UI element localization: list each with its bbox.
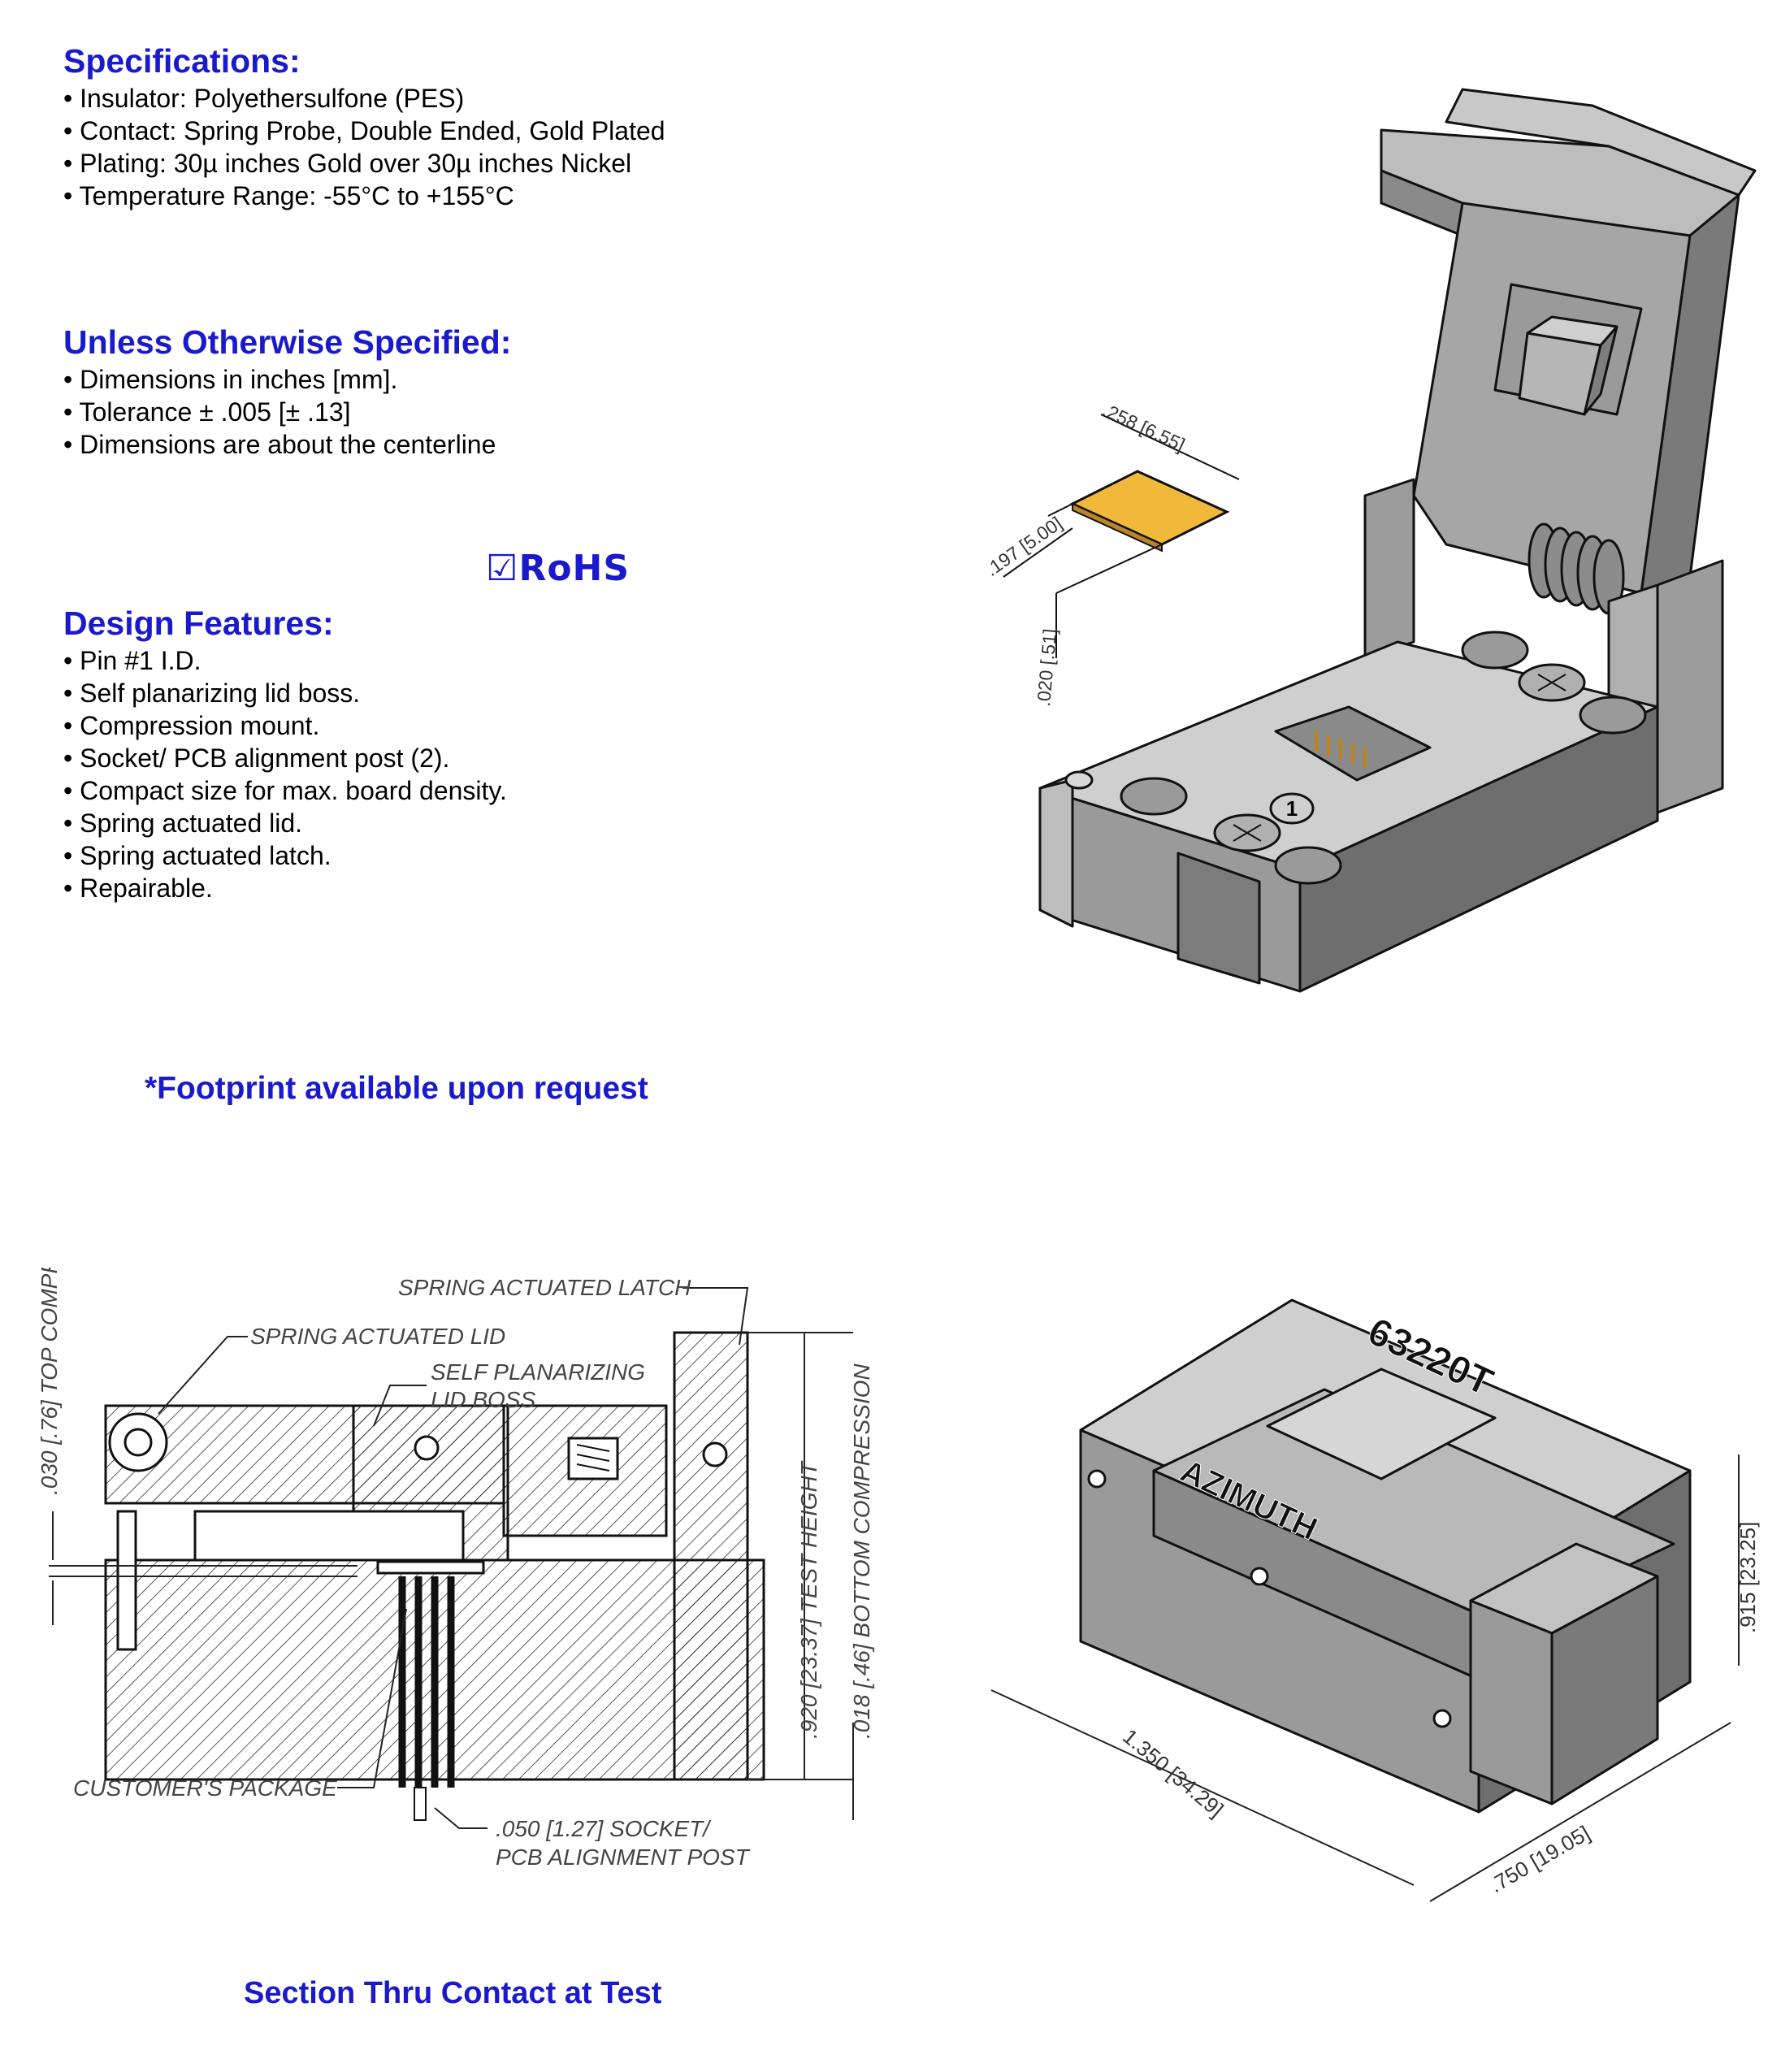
list-item: Spring actuated lid.	[63, 807, 507, 839]
footprint-note: *Footprint available upon request	[145, 1071, 648, 1106]
closed-socket-isometric: 63220T AZIMUTH 1.350 [34.29] .750 [19.05…	[990, 1298, 1760, 1902]
label-top-compression: .030 [.76] TOP COMPRESSION	[37, 1268, 62, 1495]
list-item: Self planarizing lid boss.	[63, 677, 507, 709]
label-test-height: .920 [23.37] TEST HEIGHT	[796, 1460, 821, 1739]
label-bottom-compression: .018 [.46] BOTTOM COMPRESSION	[849, 1363, 874, 1739]
dim-thickness-label: .020 [.51]	[1033, 628, 1060, 708]
label-spring-lid: SPRING ACTUATED LID	[250, 1324, 505, 1349]
design-list: Pin #1 I.D. Self planarizing lid boss. C…	[63, 644, 507, 904]
label-lid-boss-1: SELF PLANARIZING	[431, 1359, 645, 1385]
dim-width-label: .258 [6.55]	[1099, 399, 1189, 456]
list-item: Plating: 30µ inches Gold over 30µ inches…	[63, 147, 665, 180]
list-item: Compression mount.	[63, 709, 507, 742]
list-item: Insulator: Polyethersulfone (PES)	[63, 82, 665, 115]
label-lid-boss-2: LID BOSS	[431, 1387, 535, 1412]
pin1-label: 1	[1286, 796, 1298, 821]
list-item: Temperature Range: -55°C to +155°C	[63, 180, 665, 212]
list-item: Tolerance ± .005 [± .13]	[63, 396, 511, 428]
list-item: Repairable.	[63, 872, 507, 904]
design-heading: Design Features:	[63, 605, 334, 642]
label-post-2: PCB ALIGNMENT POST	[496, 1844, 751, 1870]
specifications-list: Insulator: Polyethersulfone (PES) Contac…	[63, 82, 665, 212]
list-item: Contact: Spring Probe, Double Ended, Gol…	[63, 115, 665, 147]
specifications-heading: Specifications:	[63, 42, 301, 80]
section-view-drawing: SPRING ACTUATED LATCH SPRING ACTUATED LI…	[37, 1268, 874, 1870]
list-item: Dimensions in inches [mm].	[63, 363, 511, 396]
section-caption: Section Thru Contact at Test	[244, 1976, 662, 2010]
unless-list: Dimensions in inches [mm]. Tolerance ± .…	[63, 363, 511, 461]
list-item: Dimensions are about the centerline	[63, 428, 511, 461]
list-item: Socket/ PCB alignment post (2).	[63, 742, 507, 774]
list-item: Compact size for max. board density.	[63, 774, 507, 807]
label-post-1: .050 [1.27] SOCKET/	[496, 1816, 712, 1841]
label-customer-package: CUSTOMER'S PACKAGE	[73, 1775, 337, 1801]
specifications-section: Specifications: Insulator: Polyethersulf…	[63, 42, 665, 212]
list-item: Spring actuated latch.	[63, 839, 507, 872]
unless-section: Unless Otherwise Specified: Dimensions i…	[63, 323, 511, 461]
open-socket-isometric: 1 .258 [6.55] .197 [5.00] .020 [.51]	[982, 88, 1757, 993]
rohs-badge: ☑RoHS	[486, 548, 630, 589]
unless-heading: Unless Otherwise Specified:	[63, 323, 512, 361]
customer-package-icon	[1069, 470, 1230, 546]
alignment-post-icon	[414, 1787, 427, 1821]
design-section: Design Features: Pin #1 I.D. Self planar…	[63, 605, 507, 904]
list-item: Pin #1 I.D.	[63, 644, 507, 677]
dim-length-label: 1.350 [34.29]	[1118, 1724, 1228, 1823]
dim-height-label: .915 [23.25]	[1736, 1522, 1760, 1633]
label-spring-latch: SPRING ACTUATED LATCH	[398, 1275, 691, 1300]
dim-depth-label: .197 [5.00]	[982, 512, 1066, 580]
